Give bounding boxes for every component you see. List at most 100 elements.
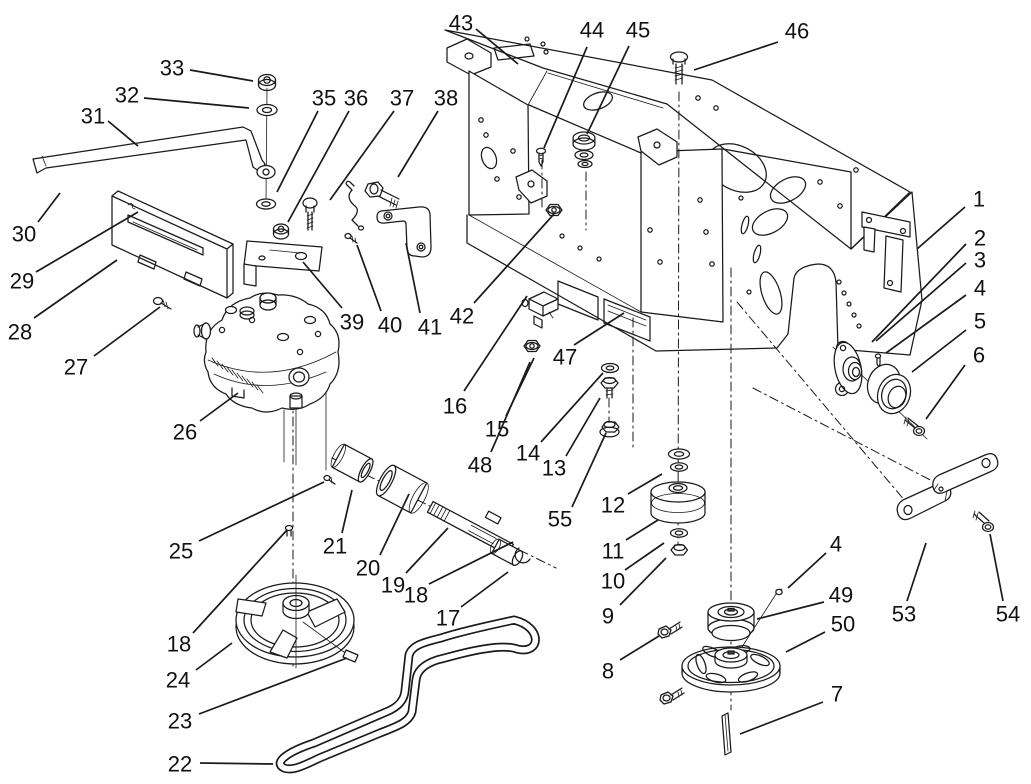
frame-strap-1	[861, 211, 911, 293]
locknut-9	[670, 543, 689, 556]
leader-line	[405, 242, 421, 314]
handle-rod-31	[32, 87, 276, 201]
leader-line	[925, 364, 966, 420]
part-number-label: 29	[10, 269, 34, 294]
washer-12a	[667, 448, 691, 460]
part-number-label: 40	[378, 313, 402, 338]
part-number-label: 6	[973, 343, 985, 368]
leader-line	[473, 213, 555, 304]
pulley-50	[681, 645, 781, 693]
leader-line	[302, 261, 343, 309]
chassis-frame	[444, 29, 923, 356]
leader-line	[875, 262, 967, 342]
frame-ear-bracket	[446, 38, 492, 76]
part-number-label: 55	[548, 507, 572, 532]
leader-line	[619, 557, 667, 606]
leader-line	[428, 541, 514, 585]
washer-32	[256, 103, 278, 117]
leader-line	[619, 635, 660, 661]
leader-line	[490, 361, 531, 453]
washer-10	[669, 528, 689, 538]
leader-line	[625, 519, 659, 541]
part-number-label: 38	[434, 86, 458, 111]
leader-line	[341, 489, 353, 534]
leader-line	[356, 244, 382, 312]
part-number-label: 20	[356, 556, 380, 581]
leader-line	[143, 97, 250, 109]
leader-line	[916, 206, 966, 250]
bolt-8b	[659, 687, 685, 705]
retaining-clip-18	[514, 547, 531, 564]
bolt-54	[972, 510, 995, 533]
part-number-label: 45	[626, 18, 650, 43]
fan-blade	[306, 598, 346, 628]
washer-35	[255, 198, 277, 210]
leader-line	[624, 542, 665, 571]
carriage-bolt	[302, 197, 318, 231]
grommet-45	[572, 131, 596, 169]
bolt-13	[600, 376, 619, 399]
part-number-label: 39	[340, 310, 364, 335]
leader-line	[460, 571, 509, 608]
part-number-label: 19	[381, 573, 405, 598]
bolt-46	[669, 51, 689, 85]
part-number-label: 18	[167, 632, 191, 657]
set-screw-4a	[874, 353, 882, 368]
leader-line	[276, 110, 319, 193]
frame-tower-panel	[468, 70, 530, 216]
part-number-label: 35	[312, 86, 336, 111]
leader-line	[463, 295, 528, 392]
leader-line	[37, 192, 61, 223]
flange-nut-55	[599, 420, 620, 438]
leader-line	[586, 45, 630, 135]
fan-blade	[235, 598, 267, 617]
bracket-39	[243, 240, 323, 287]
leader-line	[195, 642, 233, 671]
part-number-label: 2	[974, 226, 986, 251]
interlock-switch-16	[521, 291, 559, 329]
part-number-label: 53	[892, 602, 916, 627]
leader-line	[329, 110, 395, 201]
part-number-label: 36	[344, 86, 368, 111]
spacer-21	[330, 443, 374, 483]
part-number-label: 28	[8, 320, 32, 345]
part-number-label: 10	[601, 569, 625, 594]
part-number-label: 27	[64, 355, 88, 380]
part-number-label: 43	[449, 11, 473, 36]
side-panel-29	[111, 190, 234, 299]
leader-line	[107, 120, 139, 147]
diagram-line-art	[32, 29, 999, 774]
drive-belt-22	[275, 615, 540, 774]
part-number-label: 3	[974, 248, 986, 273]
nut-15	[523, 339, 541, 353]
leader-line	[871, 243, 967, 343]
washer-14	[600, 362, 620, 374]
part-number-label: 14	[516, 441, 540, 466]
part-number-label: 41	[418, 315, 442, 340]
leader-line	[911, 329, 967, 373]
frame-channel-wall	[640, 148, 724, 323]
leader-line	[906, 542, 927, 602]
leader-line	[627, 473, 663, 495]
leader-line	[475, 28, 519, 65]
part-number-label: 9	[602, 604, 614, 629]
part-number-label: 46	[785, 19, 809, 44]
leader-line	[198, 657, 348, 715]
part-number-label: 54	[996, 602, 1020, 627]
nut-42	[545, 203, 563, 217]
pulley-49	[707, 602, 755, 642]
leader-line	[33, 259, 118, 319]
part-number-label: 25	[169, 539, 193, 564]
part-number-label: 1	[973, 187, 985, 212]
locknut-36	[272, 223, 290, 240]
part-number-label: 18	[404, 583, 428, 608]
part-number-label: 5	[974, 309, 986, 334]
leader-line	[785, 631, 826, 653]
bearing-flange-2-3	[833, 340, 863, 397]
spring-40	[345, 180, 365, 231]
leader-line	[199, 392, 239, 422]
fan-pulley-24	[235, 574, 355, 669]
leader-line	[379, 493, 410, 556]
frame-bottom-rail	[466, 214, 657, 352]
bolt-38	[364, 181, 400, 209]
